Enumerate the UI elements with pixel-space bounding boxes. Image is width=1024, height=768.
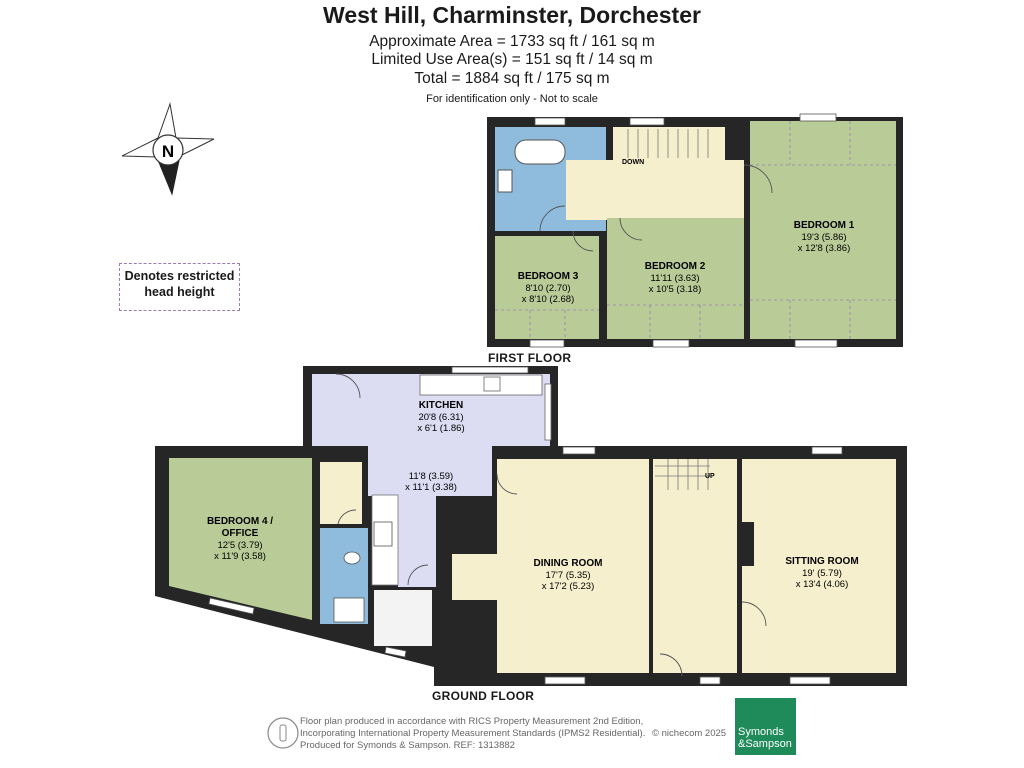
ground-floor-plan: UP KITCHEN 20'8 (6.31) x 6'1 (1.86) <box>155 366 907 686</box>
plan-title: West Hill, Charminster, Dorchester <box>323 2 701 28</box>
bedroom-2 <box>607 218 744 339</box>
bedroom-2-name: BEDROOM 2 <box>645 261 706 272</box>
first-floor-plan: DOWN <box>487 113 903 348</box>
bath-icon <box>514 139 566 165</box>
bedroom-4-dims-2: x 11'9 (3.58) <box>214 551 266 562</box>
stairs-up-label: UP <box>705 473 715 480</box>
brand-line-2: &Sampson <box>738 738 792 750</box>
bedroom-1-dims-2: x 12'8 (3.86) <box>798 243 851 254</box>
ground-floor-label: GROUND FLOOR <box>432 689 535 703</box>
kitchen-name: KITCHEN <box>419 400 463 411</box>
restricted-height-legend: Denotes restricted head height <box>119 263 240 311</box>
first-floor-doors <box>539 164 773 252</box>
inner-hall-dims-2: x 11'1 (3.38) <box>405 482 457 493</box>
kitchen-dims-2: x 6'1 (1.86) <box>417 423 464 434</box>
legend-line-1: Denotes restricted <box>124 269 235 283</box>
lobby <box>374 590 432 646</box>
bedroom-3-name: BEDROOM 3 <box>518 271 579 282</box>
dining-room-dims: 17'7 (5.35) <box>545 570 590 581</box>
first-floor-label: FIRST FLOOR <box>488 351 572 365</box>
stairs-down-label: DOWN <box>622 159 644 166</box>
approximate-area: Approximate Area = 1733 sq ft / 161 sq m <box>369 33 655 50</box>
ground-floor-windows <box>208 366 843 685</box>
stairs-upper <box>613 127 725 167</box>
brand-line-1: Symonds <box>738 726 784 738</box>
scale-note: For identification only - Not to scale <box>426 93 598 105</box>
footer-line-1: Floor plan produced in accordance with R… <box>300 716 644 727</box>
sink-icon <box>497 169 513 193</box>
legend-line-2: head height <box>144 285 215 299</box>
inner-hall-dims: 11'8 (3.59) <box>409 471 453 482</box>
dining-room-name: DINING ROOM <box>534 558 603 569</box>
footer-line-3: Produced for Symonds & Sampson. REF: 131… <box>300 739 515 751</box>
bedroom-1 <box>750 121 896 339</box>
inner-hall-corridor <box>398 495 436 587</box>
limited-use-area: Limited Use Area(s) = 151 sq ft / 14 sq … <box>371 51 653 68</box>
bedroom-2-dims-2: x 10'5 (3.18) <box>649 284 702 295</box>
total-area: Total = 1884 sq ft / 175 sq m <box>414 70 610 87</box>
copyright: © nichecom 2025 <box>652 728 727 739</box>
entrance-hall <box>653 459 737 673</box>
stairs-lower <box>655 459 710 490</box>
ground-floor-doors <box>335 373 767 677</box>
compass-letter: N <box>162 142 174 161</box>
bedroom-4-office <box>169 458 312 620</box>
bedroom-4-dims: 12'5 (3.79) <box>217 540 262 551</box>
restricted-height-lines <box>495 121 896 339</box>
bedroom-3-dims-2: x 8'10 (2.68) <box>522 294 575 305</box>
shower-tray-icon <box>333 597 365 623</box>
legend-dashed-border <box>119 263 240 311</box>
bedroom-1-dims: 19'3 (5.86) <box>801 232 846 243</box>
sitting-room <box>742 459 896 673</box>
bedroom-1-name: BEDROOM 1 <box>794 220 855 231</box>
bedroom-4-name-2: OFFICE <box>222 528 259 539</box>
compass-icon: N <box>121 102 215 196</box>
kitchen-sink-icon <box>483 376 501 392</box>
bedroom-4-name: BEDROOM 4 / <box>207 516 273 527</box>
rics-logo-icon <box>267 717 299 749</box>
sitting-room-dims-2: x 13'4 (4.06) <box>796 579 849 590</box>
first-floor-windows <box>529 113 838 348</box>
fireplace-icon <box>742 522 754 566</box>
sitting-room-name: SITTING ROOM <box>785 556 858 567</box>
symonds-sampson-logo: Symonds &Sampson <box>735 698 796 755</box>
inner-hall <box>368 446 492 496</box>
landing <box>566 160 744 220</box>
footer-text: Floor plan produced in accordance with R… <box>300 716 645 751</box>
kitchen-dims: 20'8 (6.31) <box>418 412 463 423</box>
dining-recess <box>452 554 497 600</box>
bedroom-2-dims: 11'11 (3.63) <box>651 273 700 284</box>
bedroom-3-dims: 8'10 (2.70) <box>525 283 570 294</box>
stairs-treads <box>627 129 709 158</box>
kitchen-worktop <box>419 374 543 396</box>
bedroom-3 <box>495 236 599 339</box>
kitchen-window-side <box>544 383 552 441</box>
sitting-room-dims: 19' (5.79) <box>802 568 842 579</box>
dining-room-dims-2: x 17'2 (5.23) <box>542 581 595 592</box>
hob-icon <box>373 521 393 547</box>
dining-room <box>497 459 649 673</box>
wc-icon <box>343 551 361 565</box>
cupboard <box>320 462 362 524</box>
footer-line-2: Incorporating International Property Mea… <box>300 727 646 739</box>
